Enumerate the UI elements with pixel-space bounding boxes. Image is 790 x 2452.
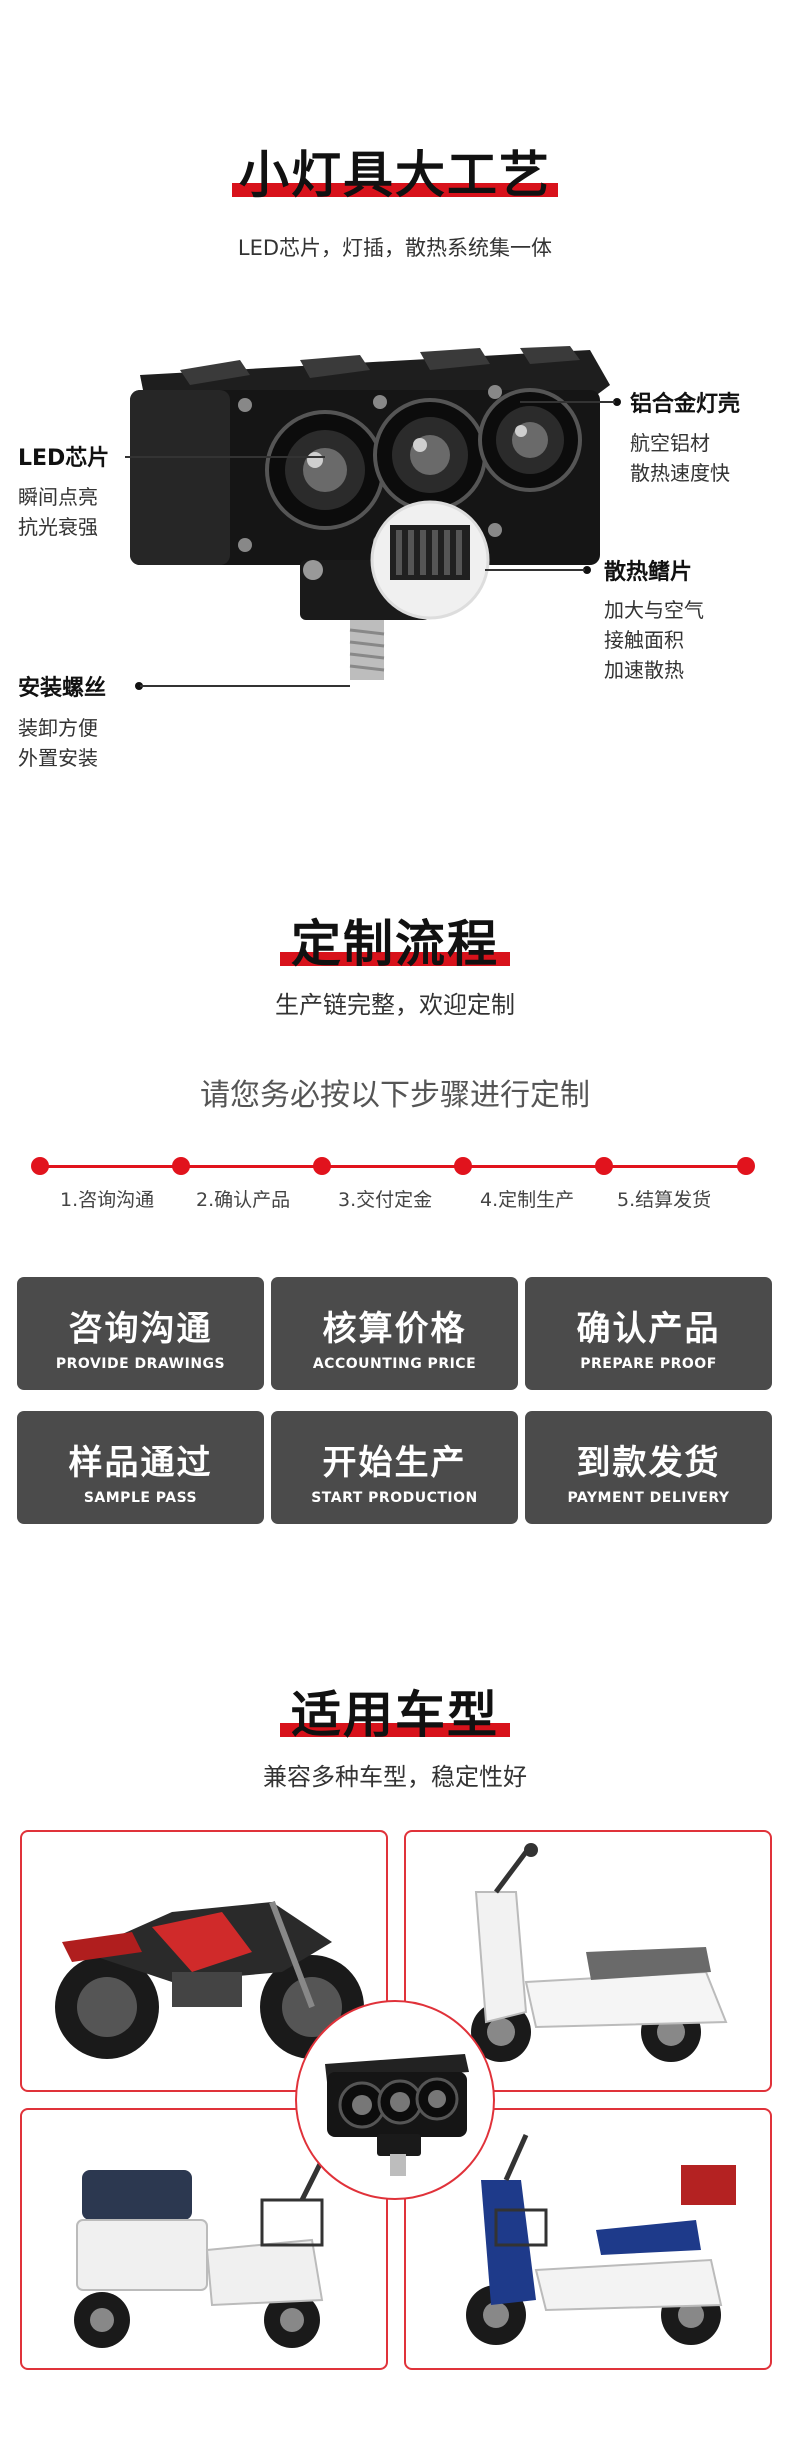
card-subtitle: START PRODUCTION xyxy=(311,1490,478,1506)
process-card-2: 核算价格 ACCOUNTING PRICE xyxy=(271,1277,518,1390)
card-subtitle: PAYMENT DELIVERY xyxy=(567,1490,730,1506)
step-dot-1 xyxy=(31,1157,49,1175)
process-card-1: 咨询沟通 PROVIDE DRAWINGS xyxy=(17,1277,264,1390)
section-title-craft: 小灯具大工艺 xyxy=(239,146,551,204)
led-lamp-illustration xyxy=(130,346,610,680)
callout-housing-dot xyxy=(613,398,621,406)
callout-fins-heading: 散热鳍片 xyxy=(604,560,693,585)
title-underline xyxy=(280,952,510,966)
process-card-4: 样品通过 SAMPLE PASS xyxy=(17,1411,264,1524)
callout-fins-leader xyxy=(485,569,585,571)
section-title-process: 定制流程 xyxy=(291,915,499,973)
step-dot-3 xyxy=(313,1157,331,1175)
step-dot-5 xyxy=(595,1157,613,1175)
callout-screw-heading: 安装螺丝 xyxy=(18,676,107,701)
card-subtitle: SAMPLE PASS xyxy=(83,1490,198,1506)
callout-led-heading: LED芯片 xyxy=(18,446,110,471)
ebike-icon xyxy=(466,2133,736,2345)
center-lamp-badge xyxy=(295,2000,495,2200)
motorcycle-icon xyxy=(55,1900,364,2059)
callout-housing-heading: 铝合金灯壳 xyxy=(630,392,741,417)
section-subtitle-craft: LED芯片，灯插，散热系统集一体 xyxy=(237,236,553,260)
callout-fins-dot xyxy=(583,566,591,574)
process-timeline xyxy=(40,1165,750,1168)
callout-fins-desc-2: 接触面积 xyxy=(604,628,684,652)
callout-fins-desc-3: 加速散热 xyxy=(604,658,684,682)
led-lamp-icon xyxy=(325,2054,469,2176)
process-instruction: 请您务必按以下步骤进行定制 xyxy=(200,1078,590,1113)
card-title: 咨询沟通 xyxy=(68,1309,213,1349)
callout-screw-leader xyxy=(140,685,350,687)
step-label-4: 4.定制生产 xyxy=(480,1189,575,1211)
card-title: 到款发货 xyxy=(576,1443,721,1483)
callout-led-desc-1: 瞬间点亮 xyxy=(18,485,98,509)
section-subtitle-process: 生产链完整，欢迎定制 xyxy=(275,991,515,1019)
step-dot-6 xyxy=(737,1157,755,1175)
scooter-icon xyxy=(471,1843,728,2062)
step-dot-4 xyxy=(454,1157,472,1175)
process-card-5: 开始生产 START PRODUCTION xyxy=(271,1411,518,1524)
step-label-1: 1.咨询沟通 xyxy=(60,1189,155,1211)
callout-led-leader xyxy=(125,456,325,458)
step-label-3: 3.交付定金 xyxy=(338,1189,433,1211)
callout-screw-desc-2: 外置安装 xyxy=(18,746,98,770)
callout-housing-leader xyxy=(520,401,615,403)
title-underline xyxy=(232,183,558,197)
callout-housing-desc-1: 航空铝材 xyxy=(630,431,710,455)
callout-led-desc-2: 抗光衰强 xyxy=(18,515,98,539)
vehicle-photo-ebike xyxy=(404,2108,772,2370)
card-subtitle: PREPARE PROOF xyxy=(580,1356,717,1372)
section-subtitle-vehicles: 兼容多种车型，稳定性好 xyxy=(263,1763,527,1791)
process-card-3: 确认产品 PREPARE PROOF xyxy=(525,1277,772,1390)
card-title: 样品通过 xyxy=(68,1443,213,1483)
card-title: 核算价格 xyxy=(322,1309,467,1349)
callout-fins-desc-1: 加大与空气 xyxy=(604,598,704,622)
step-label-2: 2.确认产品 xyxy=(196,1189,291,1211)
tricycle-icon xyxy=(74,2158,325,2348)
section-title-vehicles: 适用车型 xyxy=(291,1686,499,1744)
callout-screw-dot xyxy=(135,682,143,690)
title-underline xyxy=(280,1723,510,1737)
callout-screw-desc-1: 装卸方便 xyxy=(18,716,98,740)
card-subtitle: PROVIDE DRAWINGS xyxy=(55,1356,226,1372)
card-title: 开始生产 xyxy=(322,1443,467,1483)
callout-housing-desc-2: 散热速度快 xyxy=(630,461,730,485)
step-dot-2 xyxy=(172,1157,190,1175)
step-label-5: 5.结算发货 xyxy=(617,1189,712,1211)
card-title: 确认产品 xyxy=(576,1309,721,1349)
card-subtitle: ACCOUNTING PRICE xyxy=(312,1356,477,1372)
process-card-6: 到款发货 PAYMENT DELIVERY xyxy=(525,1411,772,1524)
